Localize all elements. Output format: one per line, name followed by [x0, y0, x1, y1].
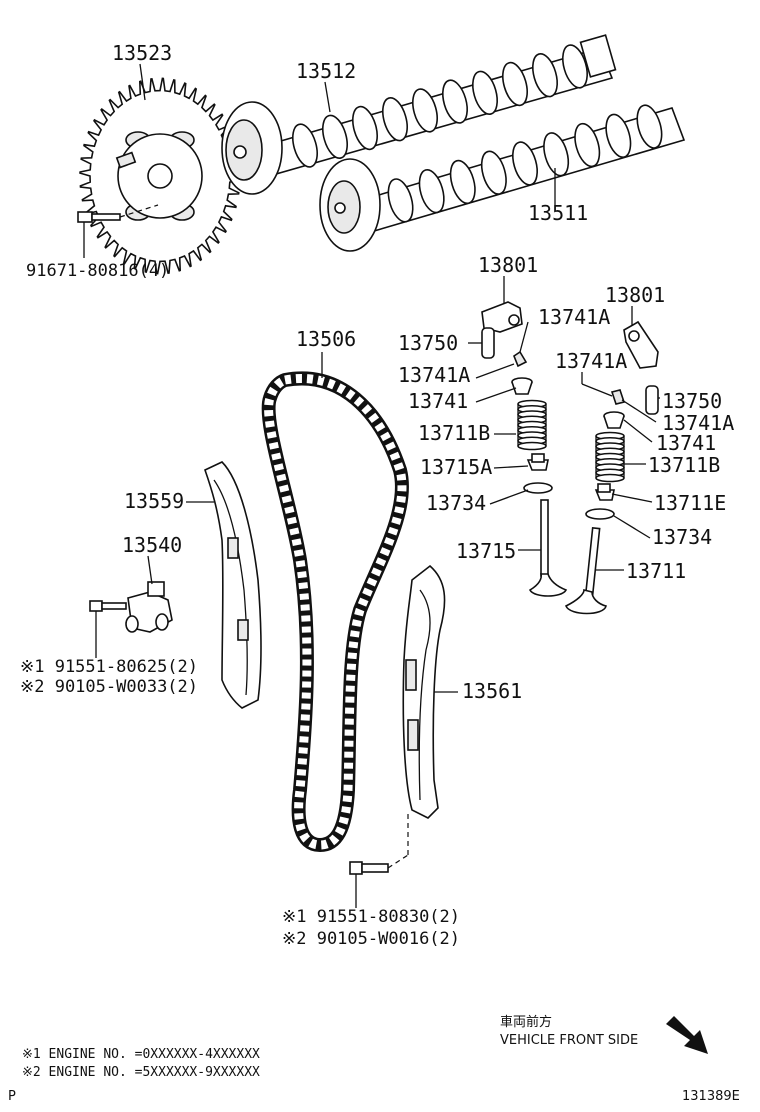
label-13801-left: 13801 [478, 253, 538, 277]
valve-keeper-13741A-left[interactable] [513, 350, 528, 368]
label-13561: 13561 [462, 679, 522, 703]
camshaft-13512[interactable] [221, 34, 617, 195]
label-13741A-2: 13741A [398, 363, 470, 387]
valve-keeper-13741A-right[interactable] [610, 389, 626, 405]
label-guide-bolt-1: ※1 91551-80830(2) [282, 907, 460, 927]
label-tensioner-bolt-1: ※1 91551-80625(2) [20, 657, 198, 677]
timing-chain-13506[interactable] [261, 371, 409, 852]
exhaust-valve-13715[interactable] [528, 499, 568, 597]
cam-bolt-91671[interactable] [77, 204, 159, 258]
label-13711E: 13711E [654, 491, 726, 515]
label-13734-right: 13734 [652, 525, 712, 549]
label-13511: 13511 [528, 201, 588, 225]
direction-en: VEHICLE FRONT SIDE [500, 1033, 638, 1048]
label-13711B-right: 13711B [648, 453, 720, 477]
lash-adjuster-13750-right[interactable] [645, 385, 659, 415]
spring-seat-13734-right[interactable] [585, 508, 615, 520]
valve-seal-13715A[interactable] [526, 453, 549, 471]
tensioner-bolt[interactable] [89, 600, 127, 658]
label-13741A-1: 13741A [538, 305, 610, 329]
label-guide-bolt-2: ※2 90105-W0016(2) [282, 929, 460, 949]
label-13750-left: 13750 [398, 331, 458, 355]
label-13750-right: 13750 [662, 389, 722, 413]
guide-bolt[interactable] [349, 812, 409, 908]
rocker-arm-13801-right[interactable] [623, 320, 659, 369]
label-13540: 13540 [122, 533, 182, 557]
valve-spring-13711B-left[interactable] [517, 399, 547, 451]
label-13741-left: 13741 [408, 389, 468, 413]
cam-sprocket-13523[interactable] [79, 77, 241, 275]
direction-jp: 車両前方 [500, 1014, 552, 1030]
leader-lines [139, 63, 660, 693]
rocker-arm-13801-left[interactable] [481, 301, 523, 333]
label-13506: 13506 [296, 327, 356, 351]
spring-retainer-13741-right[interactable] [603, 411, 625, 429]
chain-slipper-13559[interactable] [204, 461, 262, 709]
valve-spring-13711B-right[interactable] [595, 431, 625, 483]
label-13741-right: 13741 [656, 431, 716, 455]
label-13741A-4: 13741A [662, 411, 734, 435]
chain-tensioner-13540[interactable] [125, 581, 173, 633]
spring-seat-13734-left[interactable] [523, 482, 553, 494]
label-13559: 13559 [124, 489, 184, 513]
camshaft-13511[interactable] [319, 102, 686, 252]
label-13523: 13523 [112, 41, 172, 65]
label-tensioner-bolt-2: ※2 90105-W0033(2) [20, 677, 198, 697]
note-engine-2: ※2 ENGINE NO. =5XXXXXX-9XXXXXX [22, 1065, 260, 1080]
lash-adjuster-13750-left[interactable] [481, 327, 495, 359]
chain-guide-13561[interactable] [402, 564, 446, 819]
label-13512: 13512 [296, 59, 356, 83]
label-bolt-cam: 91671-80816(4) [26, 261, 169, 281]
label-13715A: 13715A [420, 455, 492, 479]
valve-seal-13711E[interactable] [594, 483, 615, 501]
footer-mark: P [8, 1089, 16, 1104]
label-13711B-left: 13711B [418, 421, 490, 445]
label-13801-right: 13801 [605, 283, 665, 307]
spring-retainer-13741-left[interactable] [511, 377, 533, 395]
front-arrow-icon [666, 1016, 708, 1054]
label-13741A-3: 13741A [555, 349, 627, 373]
intake-valve-13711[interactable] [564, 526, 607, 615]
diagram-code: 131389E [682, 1089, 740, 1104]
label-13711: 13711 [626, 559, 686, 583]
label-13715: 13715 [456, 539, 516, 563]
note-engine-1: ※1 ENGINE NO. =0XXXXXX-4XXXXXX [22, 1047, 260, 1062]
label-13734-left: 13734 [426, 491, 486, 515]
